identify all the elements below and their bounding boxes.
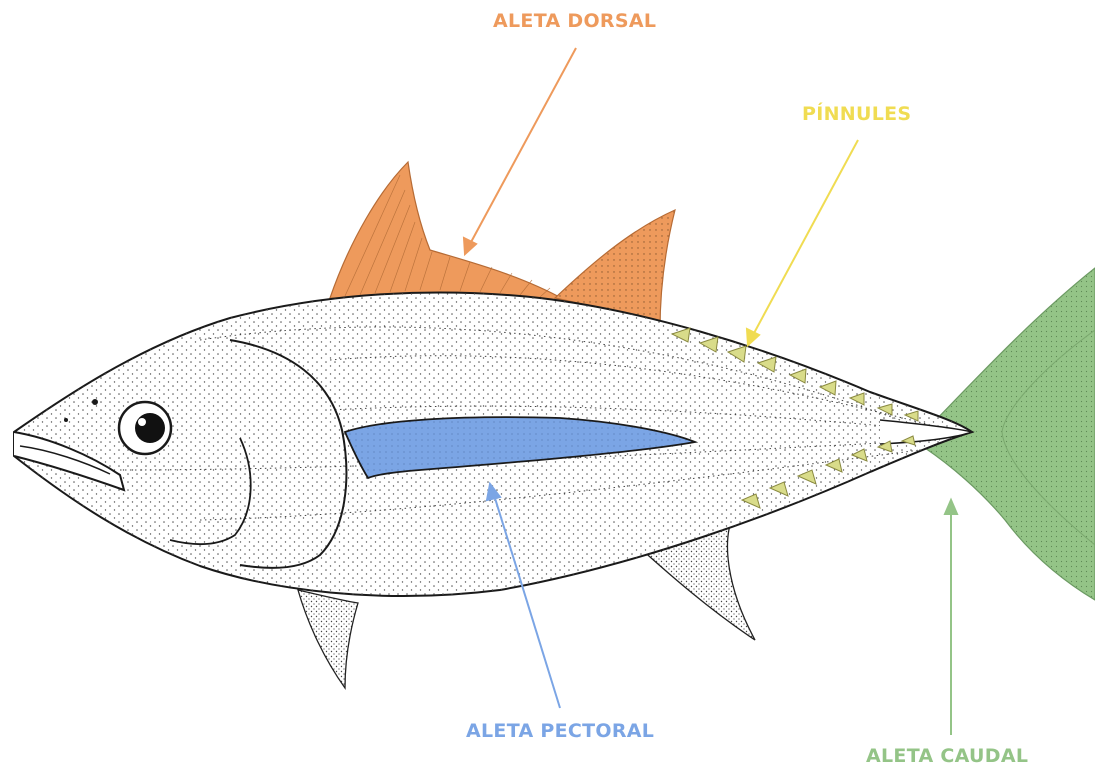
- first-dorsal-fin: [330, 162, 565, 300]
- label-pinnules: PÍNNULES: [802, 103, 911, 125]
- label-aleta-caudal: ALETA CAUDAL: [866, 745, 1028, 767]
- dorsal-arrow: [464, 48, 576, 254]
- nostril-2: [64, 418, 68, 422]
- caudal-arrow: [945, 500, 957, 735]
- label-aleta-dorsal: ALETA DORSAL: [493, 10, 656, 32]
- eye-pupil: [135, 413, 165, 443]
- label-aleta-pectoral: ALETA PECTORAL: [466, 720, 654, 742]
- pelvic-fin: [298, 590, 358, 688]
- nostril: [92, 399, 98, 405]
- pinnules-arrow: [747, 140, 858, 345]
- eye-highlight: [138, 418, 146, 426]
